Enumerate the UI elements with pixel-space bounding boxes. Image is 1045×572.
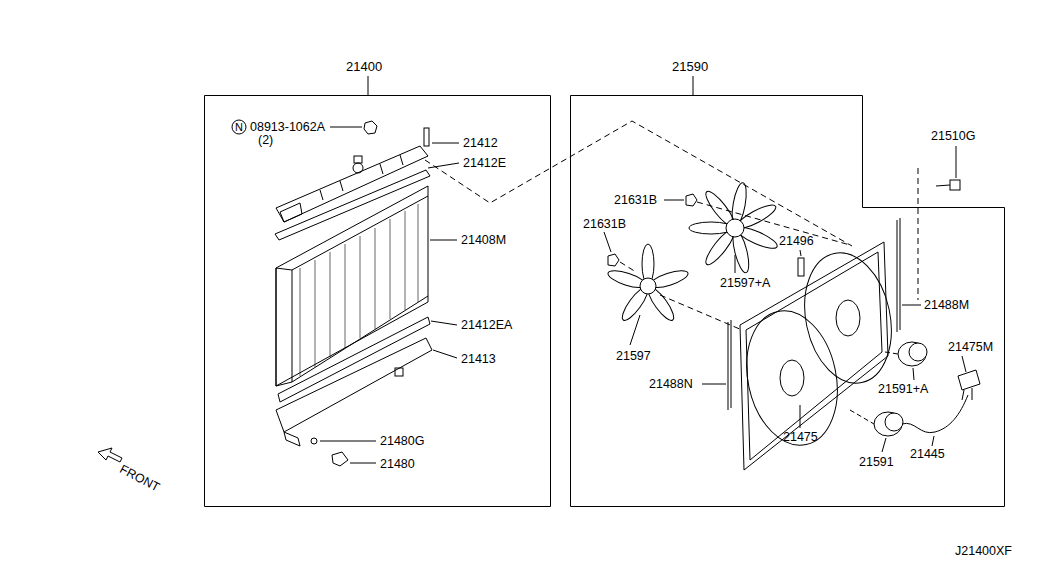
callout-number: 21480G (380, 434, 424, 448)
callout-number: 21412EA (461, 318, 512, 332)
callout-number: 21475M (948, 340, 993, 354)
callout-number: 21488N (649, 377, 693, 391)
callout-number: 21412 (463, 136, 498, 150)
callout-number: 21475 (783, 430, 818, 444)
callout-number: 21408M (461, 233, 506, 247)
callout-number: 21631B (614, 193, 657, 207)
quantity: (2) (258, 133, 273, 147)
callout-number: 21510G (931, 129, 975, 143)
group-part-number: 21400 (345, 60, 383, 74)
drawing-id: J21400XF (955, 544, 1012, 558)
callout-number: 21597+A (720, 276, 770, 290)
callout-number: 21480 (380, 457, 415, 471)
callout-number: 21412E (463, 156, 506, 170)
callout-number: 21488M (924, 298, 969, 312)
callout-number: 21591 (859, 455, 894, 469)
callout-number: 21591+A (878, 382, 928, 396)
callout-number: 21445 (910, 447, 945, 461)
part-number: 08913-1062A (250, 120, 325, 134)
callout-number: 21496 (779, 234, 814, 248)
symbol-letter: N (235, 120, 243, 134)
callout-number: 21413 (461, 352, 496, 366)
callout-number: 21631B (583, 217, 626, 231)
group-part-number: 21590 (671, 60, 709, 74)
direction-label: FRONT (117, 462, 162, 495)
callout-number: 21597 (616, 349, 651, 363)
